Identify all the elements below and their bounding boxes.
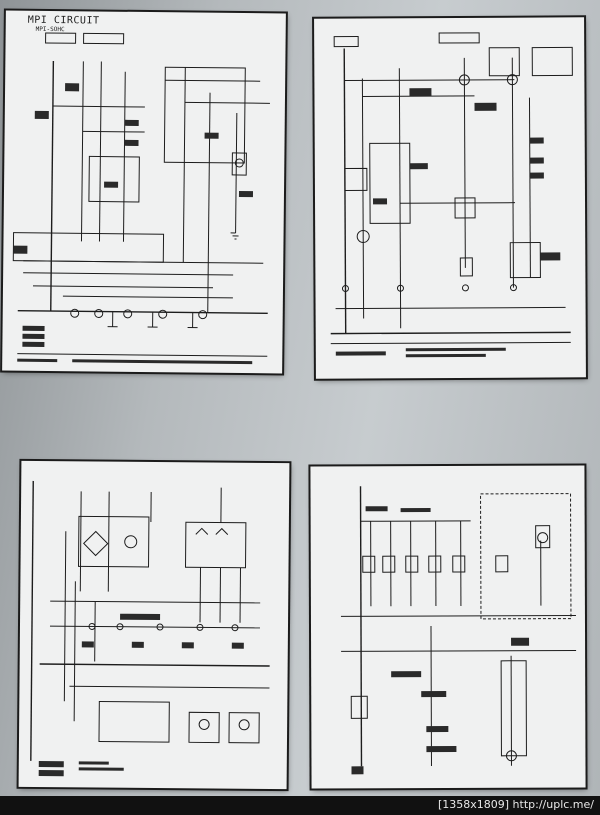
photo: MPI CIRCUIT MPI-SOHC [0, 0, 600, 796]
footer-bar [0, 796, 600, 815]
watermark-text: [1358x1809] http://uplc.me/ [437, 798, 594, 811]
wiring-diagram-sheet-bottom-right [310, 465, 586, 789]
schematic-drawing [330, 32, 573, 358]
schematic-drawing [340, 486, 577, 775]
wiring-diagram-sheet-bottom-left [18, 460, 290, 790]
wiring-diagram-sheet-top-right [314, 17, 586, 379]
schematic-drawing [12, 32, 270, 365]
schematic-drawing [30, 480, 270, 777]
wiring-diagram-sheet-top-left: MPI CIRCUIT MPI-SOHC [2, 10, 286, 374]
